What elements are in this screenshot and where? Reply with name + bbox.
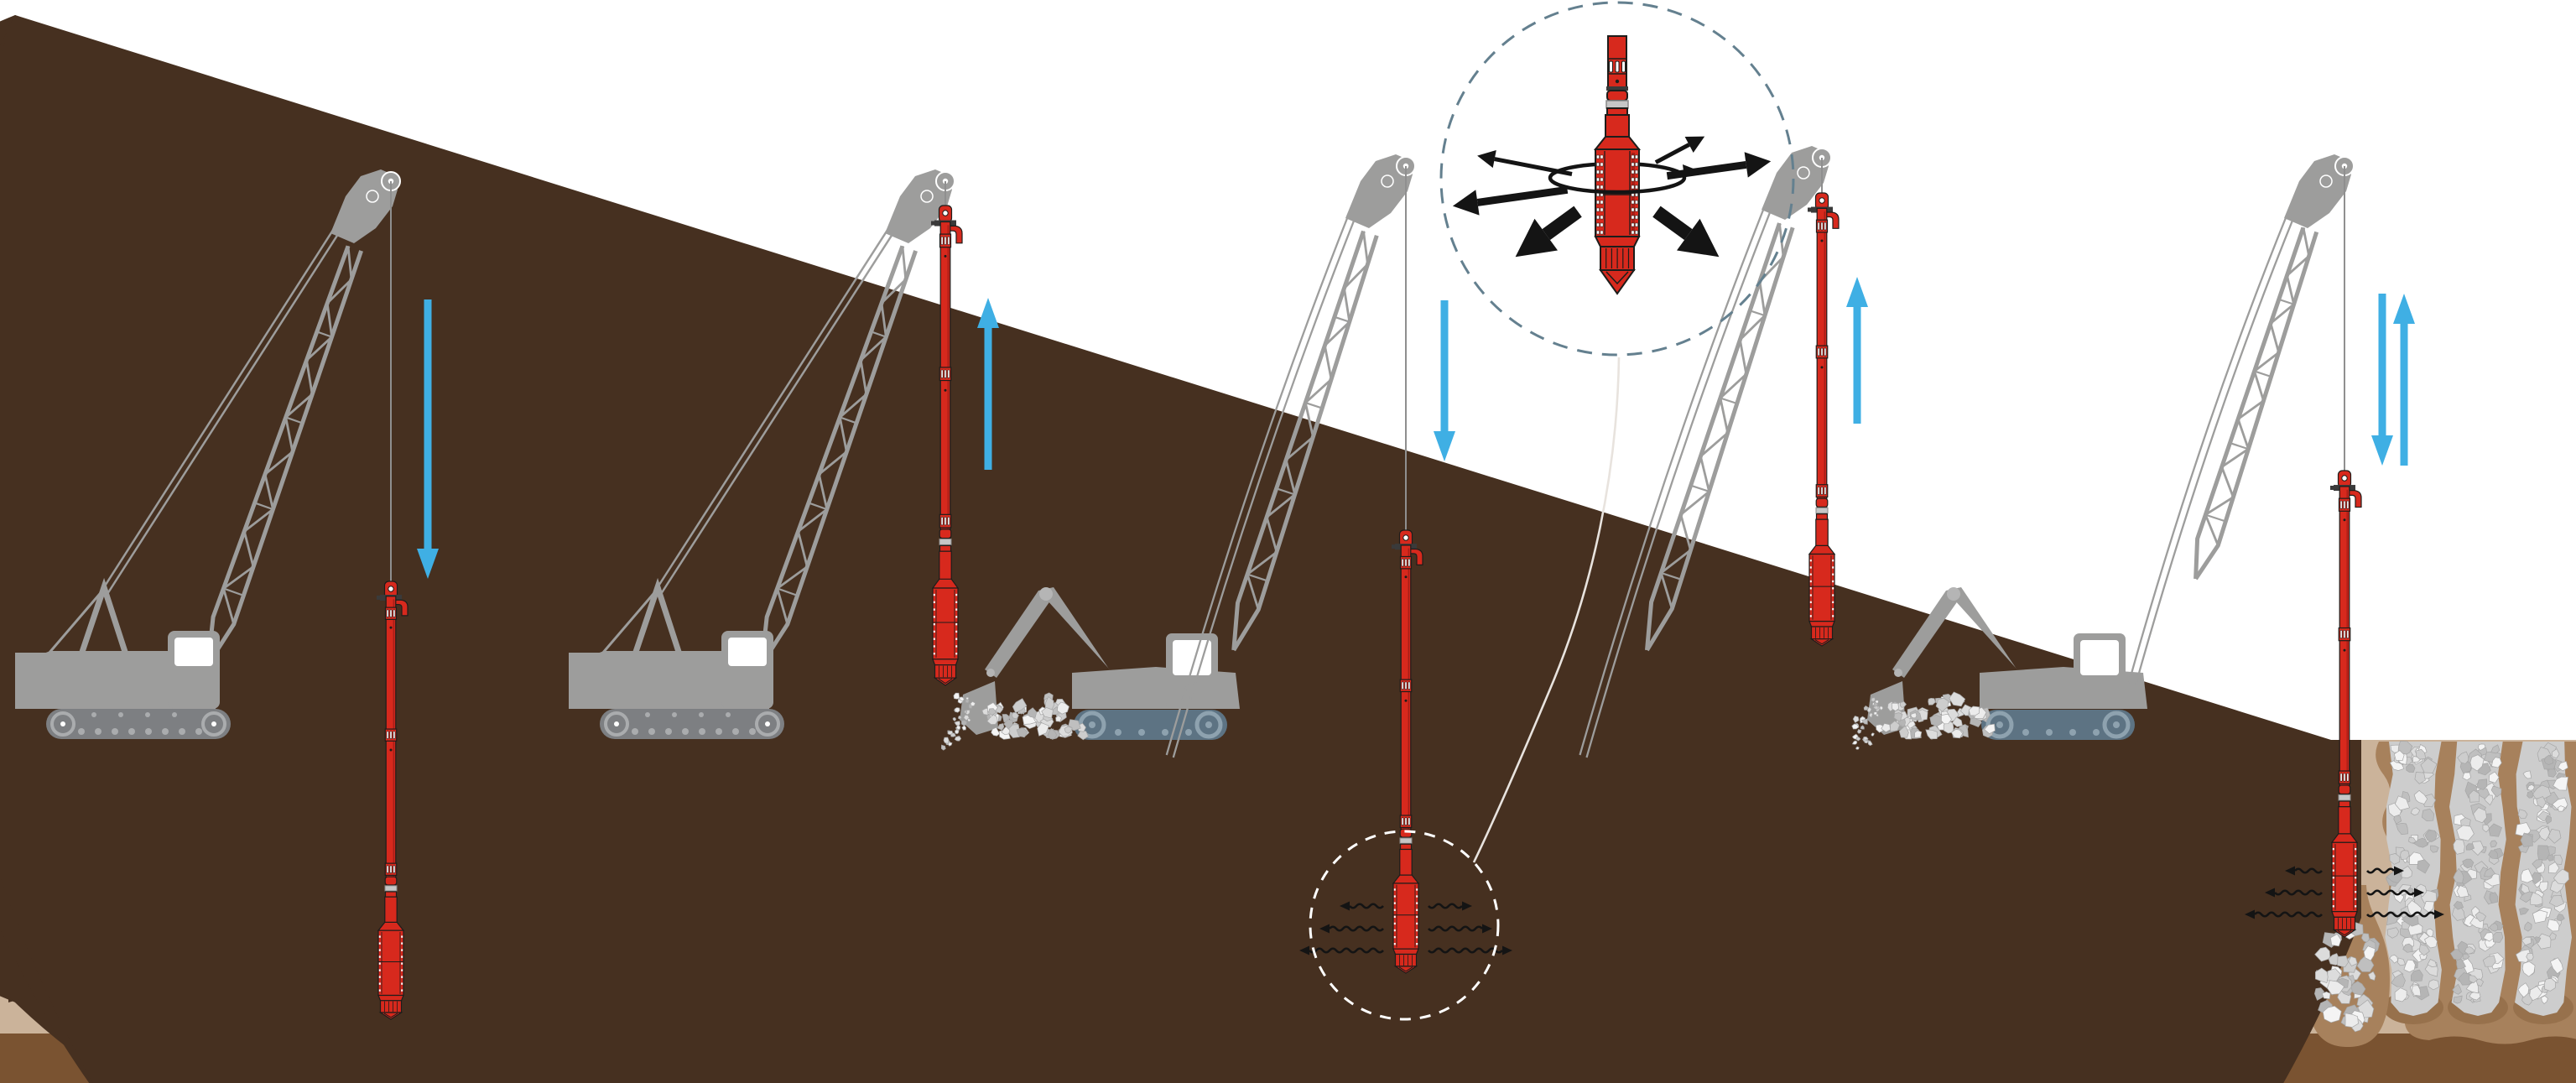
dashed-focus-circle — [1309, 830, 1500, 1021]
crawler-crane — [15, 169, 401, 739]
feed-pipe-elbow — [946, 225, 963, 244]
up-arrow-icon — [2393, 294, 2415, 466]
feed-pipe-elbow — [1407, 548, 1423, 565]
lattice-boom-crane — [1579, 146, 1832, 758]
vibration-radial-arrow-icon — [1494, 157, 1573, 176]
stage-4-overlays — [1846, 277, 1868, 424]
excavator-boom — [1946, 587, 2028, 686]
excavator — [1851, 587, 2147, 750]
vibroflot-probe — [2330, 470, 2362, 938]
gantry — [78, 577, 129, 656]
lattice-boom-crane — [2127, 154, 2355, 687]
machines — [15, 146, 2355, 758]
stone-column — [2449, 742, 2506, 1016]
excavator-bucket — [1867, 681, 1906, 735]
vibration-radial-arrow-icon — [1654, 143, 1690, 164]
excavator-stick — [1892, 591, 1960, 678]
stage-1-machines — [15, 169, 401, 739]
boom-head — [1345, 154, 1413, 228]
stage-5-underground — [0, 15, 2390, 1083]
overlays — [417, 277, 2444, 1021]
cab-window — [728, 638, 767, 666]
borehole — [0, 15, 2361, 1083]
pendant-rope — [1579, 188, 1773, 756]
stage-3-machines — [1165, 154, 1416, 758]
counterweight — [569, 653, 604, 709]
stage-1-overlays — [417, 299, 439, 579]
boom-head — [2284, 154, 2351, 228]
boom-head — [1762, 146, 1829, 220]
gravel-stream — [1851, 697, 1884, 750]
stage-3-probe — [1392, 529, 1423, 974]
stage-4-probe — [1808, 192, 1840, 647]
vibroflot-probe — [1808, 192, 1840, 647]
stage-2-overlays — [977, 298, 999, 470]
stone-bulb — [2314, 921, 2380, 1033]
stage-2-probe — [931, 205, 963, 686]
vibration-arrows — [2245, 866, 2444, 919]
down-arrow-icon — [1434, 300, 1455, 461]
boom-head — [885, 169, 952, 243]
vibroflot-probe — [377, 581, 409, 1020]
stage-4-machines — [1579, 146, 2147, 758]
feed-pipe-elbow — [1823, 211, 1840, 229]
feed-pipe-elbow — [392, 599, 409, 617]
detail-inset-ring — [1439, 1, 1795, 357]
vibration-radial-arrow-icon — [1476, 185, 1569, 206]
vibroflot-probe — [931, 205, 963, 686]
vibrator-tip-large — [1593, 35, 1642, 295]
gravel-stream — [940, 692, 976, 751]
up-arrow-icon — [977, 298, 999, 470]
stage-5-probe — [2330, 470, 2362, 938]
counterweight — [15, 653, 50, 709]
stage-3-overlays — [1299, 300, 1512, 1021]
excavator-cab-window — [1173, 640, 1211, 675]
probes — [377, 192, 2362, 1020]
boom-head — [330, 169, 398, 243]
excavator-boom — [1038, 587, 1121, 686]
pendant-rope — [1165, 196, 1357, 756]
vibration-arrows — [1299, 901, 1512, 955]
up-arrow-icon — [1846, 277, 1868, 424]
gravel-pile — [1876, 691, 1996, 740]
feed-pipe-elbow — [2345, 490, 2362, 508]
gravel-pile — [981, 692, 1089, 741]
crane-body — [18, 651, 216, 709]
crawler-crane — [569, 169, 955, 739]
stone-column — [2385, 741, 2442, 1016]
stage-5-machines — [2127, 154, 2355, 687]
vibration-radial-arrow-icon — [1652, 206, 1693, 241]
vibroflot-probe — [1392, 529, 1423, 974]
crane-body — [572, 651, 769, 709]
cab-window — [174, 638, 213, 666]
vibration-radial-arrow-icon — [1666, 160, 1747, 180]
down-arrow-icon — [417, 299, 439, 579]
stage-1-probe — [377, 581, 409, 1020]
vibrator-detail-inset — [1439, 1, 1795, 863]
vibration-radial-arrow-icon — [1542, 206, 1582, 241]
pendant-rope — [2127, 196, 2296, 685]
gantry — [632, 577, 683, 656]
stage-5-treated-ground — [2376, 741, 2576, 1044]
leader-line — [1472, 357, 1621, 863]
down-arrow-icon — [2371, 294, 2393, 466]
stone-column — [2515, 742, 2572, 1016]
excavator-cab-window — [2080, 640, 2119, 675]
excavator-stick — [985, 591, 1053, 678]
stage-5-overlays — [2245, 294, 2444, 919]
